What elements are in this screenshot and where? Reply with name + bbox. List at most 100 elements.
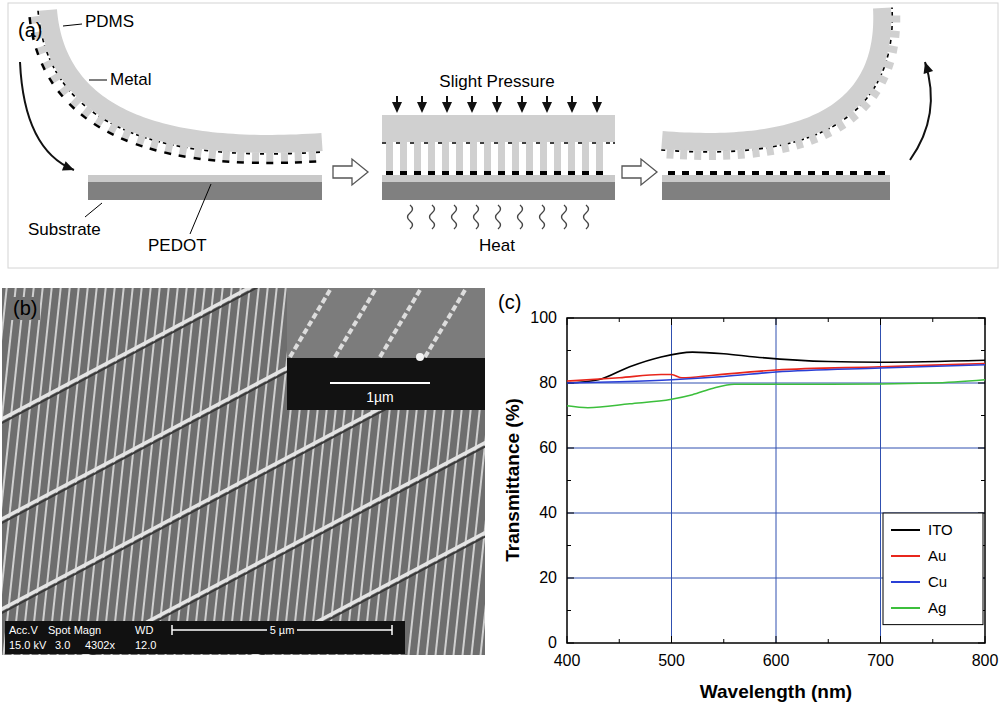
stamp-tooth [596, 141, 603, 171]
metal-pad [179, 155, 186, 156]
wire-break [2, 288, 485, 524]
stamp-tooth [512, 141, 519, 171]
motion-arrow [20, 62, 74, 170]
stamp-tooth [808, 133, 818, 144]
stamp-tooth [795, 138, 804, 149]
metal-pad [237, 161, 244, 164]
stamp-tooth [887, 45, 898, 54]
stamp-body [382, 115, 615, 142]
wire-break [2, 288, 485, 424]
grid-line [567, 448, 985, 449]
axis-tick [776, 318, 777, 325]
stamp-tooth [694, 150, 701, 160]
part-label: Metal [110, 70, 152, 90]
part-label: Substrate [28, 220, 101, 240]
stamp-tooth [540, 141, 547, 171]
stamp-tooth [59, 85, 71, 96]
process-label: Slight Pressure [439, 72, 554, 92]
wire-break [2, 534, 485, 655]
axis-tick-label: 500 [658, 652, 685, 670]
stamp-body [39, 9, 323, 153]
metal-pad [682, 171, 689, 175]
metal-pad [484, 171, 491, 175]
metal-pad [512, 171, 519, 175]
metal-pad [822, 171, 829, 175]
stamp-tooth [50, 72, 62, 83]
axis-title: Wavelength (nm) [700, 681, 852, 703]
metal-pad [42, 64, 45, 70]
stamp-tooth [877, 74, 889, 84]
stamp-tooth [400, 141, 407, 171]
pdms-stamp [661, 7, 900, 159]
stamp-tooth [208, 149, 216, 159]
panel-frame [8, 3, 998, 268]
stamp-tooth [568, 141, 575, 171]
legend-box [883, 513, 983, 625]
metal-pad [724, 171, 731, 175]
metal-pad [696, 171, 703, 175]
stamp-tooth [165, 142, 174, 153]
scale-label: 1µm [366, 389, 394, 405]
legend-swatch [891, 529, 920, 531]
inset-section [287, 358, 485, 410]
metal-pad [540, 171, 547, 175]
data-curve [567, 380, 985, 408]
stamp-tooth [891, 16, 901, 23]
arrow-head [924, 62, 934, 74]
axis-tick [978, 383, 985, 384]
metal-pad [386, 171, 393, 175]
axis-tick [567, 513, 574, 514]
metal-pad [582, 171, 589, 175]
sem-info: 4302x [85, 639, 115, 652]
leader-line [89, 80, 107, 81]
stamp-tooth [470, 141, 477, 171]
arrow-head [592, 102, 602, 113]
stamp-tooth [709, 150, 716, 160]
stamp-tooth [414, 141, 421, 171]
pedot-layer [662, 175, 890, 182]
stamp-tooth [108, 122, 119, 134]
metal-pad [498, 171, 505, 175]
stamp-tooth [766, 145, 774, 156]
sem-image [2, 288, 485, 655]
sem-info: 12.0 [135, 639, 156, 652]
metal-pad [94, 124, 100, 128]
pedot-layer [88, 175, 322, 182]
metal-pad [208, 159, 215, 162]
process-label: Heat [479, 236, 515, 256]
stamp-tooth [859, 100, 871, 112]
axis-tick-label: 40 [539, 504, 557, 522]
metal-pad [121, 138, 127, 141]
sem-info: 15.0 kV [9, 639, 46, 652]
stamp-tooth [150, 138, 159, 149]
wire-cross-section [416, 353, 424, 361]
stamp-tooth [386, 141, 393, 171]
metal-pad [878, 171, 885, 175]
metal-pad [295, 161, 302, 164]
axis-tick [671, 318, 672, 325]
leader-line [190, 184, 211, 234]
metal-pad [568, 171, 575, 175]
metal-pad [164, 152, 171, 154]
sem-info: Spot Magn [48, 624, 101, 637]
stamp-tooth [43, 59, 55, 69]
axis-tick-label: 60 [539, 439, 557, 457]
metal-pad [780, 171, 787, 175]
chart-grid [567, 318, 985, 643]
stamp-tooth [237, 152, 244, 162]
stamp-tooth [309, 151, 317, 161]
axis-tick [567, 578, 574, 579]
metal-pad [252, 161, 259, 164]
pdms-stamp [382, 115, 615, 175]
legend-swatch [891, 555, 920, 557]
scale-bar [330, 382, 430, 384]
axis-tick-label: 800 [972, 652, 999, 670]
metal-pad [794, 171, 801, 175]
stamp-tooth [554, 141, 561, 171]
axis-tick-label: 700 [867, 652, 894, 670]
stamp-tooth [82, 106, 93, 118]
heat-wave [452, 205, 457, 229]
sem-info-bar [5, 621, 405, 654]
